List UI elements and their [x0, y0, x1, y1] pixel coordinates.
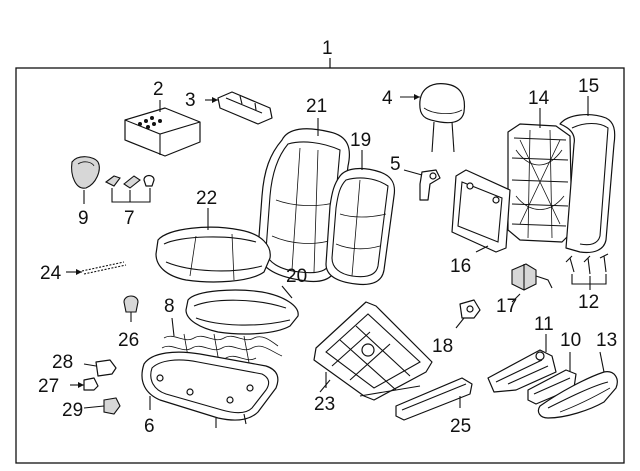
label-24: 24	[40, 263, 62, 284]
label-23: 23	[314, 394, 335, 415]
assembly-frame	[15, 67, 625, 464]
label-1: 1	[322, 38, 333, 59]
part-9-knob	[71, 156, 100, 204]
label-9: 9	[78, 208, 89, 229]
part-26-plug	[123, 295, 139, 322]
part-27-connector	[70, 377, 99, 391]
label-10: 10	[560, 330, 581, 351]
label-26: 26	[118, 330, 139, 351]
label-6: 6	[144, 416, 155, 437]
part-17-actuator	[511, 263, 553, 303]
part-20-cushion-pad	[185, 285, 299, 335]
label-11: 11	[534, 314, 554, 335]
part-28-connector	[83, 359, 117, 377]
part-12-screws	[565, 253, 609, 290]
label-14: 14	[528, 88, 550, 109]
part-3-bracket	[205, 91, 273, 125]
part-19-seatback-pad	[325, 150, 396, 286]
label-25: 25	[450, 416, 471, 437]
part-24-wire	[66, 261, 127, 275]
part-15-back-panel	[559, 96, 616, 254]
label-21: 21	[306, 96, 327, 117]
label-4: 4	[382, 88, 393, 109]
part-4-headrest	[400, 83, 466, 153]
label-19: 19	[350, 130, 371, 151]
label-29: 29	[62, 400, 83, 421]
part-14-seatback-frame	[507, 108, 573, 243]
label-5: 5	[390, 154, 401, 175]
part-7-clips	[104, 174, 155, 203]
label-22: 22	[196, 188, 217, 209]
label-15: 15	[578, 76, 599, 97]
part-25-side-trim	[395, 377, 473, 421]
part-5-headrest-guide	[403, 169, 441, 201]
part-11-recliner	[487, 334, 557, 393]
label-8: 8	[164, 296, 175, 317]
label-17: 17	[496, 296, 517, 317]
part-29-connector	[83, 397, 121, 415]
part-16-pocket-board	[451, 169, 511, 253]
label-2: 2	[153, 79, 164, 100]
label-7: 7	[124, 208, 135, 229]
label-18: 18	[432, 336, 453, 357]
label-27: 27	[38, 376, 59, 397]
label-13: 13	[596, 330, 617, 351]
part-2-switch-module	[124, 100, 201, 157]
label-16: 16	[450, 256, 471, 277]
label-28: 28	[52, 352, 73, 373]
label-3: 3	[185, 90, 196, 111]
part-18-knob	[455, 299, 481, 329]
label-20: 20	[286, 266, 307, 287]
part-22-cushion-cover	[155, 208, 271, 283]
part-6-seat-pan	[141, 351, 279, 428]
part-13-side-shield	[537, 351, 618, 419]
part-10-lower-trim	[527, 352, 577, 405]
part-23-seat-track	[313, 301, 433, 401]
label-12: 12	[578, 292, 599, 313]
